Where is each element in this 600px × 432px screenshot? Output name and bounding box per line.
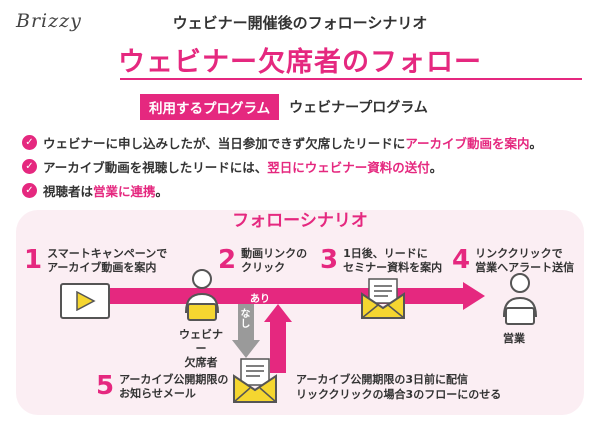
step-line: お知らせメール xyxy=(119,387,196,400)
bullet-highlight: 翌日にウェビナー資料の送付 xyxy=(267,159,430,175)
bullet-list: ✓ ウェビナーに申し込みしたが、当日参加できず欠席したリードにアーカイブ動画を案… xyxy=(22,130,592,202)
step-number: 3 xyxy=(320,245,339,275)
note-line: アーカイブ公開期限の3日前に配信 xyxy=(296,373,468,386)
sales-label: 営業 xyxy=(503,332,525,345)
step-1: 1 スマートキャンペーンでアーカイブ動画を案内 xyxy=(24,246,167,275)
step-line: アーカイブ動画を案内 xyxy=(47,261,157,274)
step-line: リンククリックで xyxy=(475,247,563,260)
mail-icon xyxy=(360,278,406,324)
step-line: スマートキャンペーンで xyxy=(47,247,168,260)
reminder-note: アーカイブ公開期限の3日前に配信 リッククリックの場合3のフローにのせる xyxy=(296,372,501,402)
step-number: 4 xyxy=(452,245,471,275)
program-name: ウェビナープログラム xyxy=(289,100,428,116)
absentee-label-line: ウェビナー xyxy=(179,328,223,355)
step-line: セミナー資料を案内 xyxy=(343,261,443,274)
no-label: なし xyxy=(238,308,249,328)
step-line: アーカイブ公開期限の xyxy=(119,373,229,386)
program-row: 利用するプログラム ウェビナープログラム xyxy=(140,94,428,120)
step-2: 2 動画リンクのクリック xyxy=(218,246,307,275)
bullet-text: アーカイブ動画を視聴したリードには、 xyxy=(43,159,268,175)
page-title: ウェビナー欠席者のフォロー xyxy=(118,47,482,78)
title-divider xyxy=(120,78,582,80)
flow-title: フォローシナリオ xyxy=(232,211,368,231)
arrow-head xyxy=(463,282,485,310)
bullet-item: ✓ 視聴者は営業に連携。 xyxy=(22,178,592,202)
reminder-mail-icon xyxy=(232,358,278,408)
step-number: 5 xyxy=(96,371,115,401)
bullet-item: ✓ アーカイブ動画を視聴したリードには、翌日にウェビナー資料の送付。 xyxy=(22,154,592,178)
bullet-text: ウェビナーに申し込みしたが、当日参加できず欠席したリードに xyxy=(43,135,406,151)
brizzy-logo: Brizzy xyxy=(16,10,82,32)
check-icon: ✓ xyxy=(22,182,37,198)
bullet-end: 。 xyxy=(429,159,443,175)
pre-title: ウェビナー開催後のフォローシナリオ xyxy=(172,14,428,32)
absentee-label-line: 欠席者 xyxy=(184,356,218,369)
bullet-end: 。 xyxy=(529,135,543,151)
absentee-person-icon xyxy=(182,268,222,328)
step-line: クリック xyxy=(241,261,286,274)
step-line: 営業へアラート送信 xyxy=(475,261,575,274)
bullet-item: ✓ ウェビナーに申し込みしたが、当日参加できず欠席したリードにアーカイブ動画を案… xyxy=(22,130,592,154)
no-branch-arrow xyxy=(232,304,260,364)
check-icon: ✓ xyxy=(22,158,37,174)
step-line: 動画リンクの xyxy=(241,247,308,260)
absentee-label: ウェビナー 欠席者 xyxy=(176,328,226,370)
step-line: 1日後、リードに xyxy=(343,247,428,260)
video-play-icon xyxy=(60,283,110,319)
note-line: リッククリックの場合3のフローにのせる xyxy=(296,388,502,401)
program-badge: 利用するプログラム xyxy=(140,94,280,120)
check-icon: ✓ xyxy=(22,134,37,150)
sales-person-icon xyxy=(498,272,542,332)
yes-label: あり xyxy=(250,294,270,305)
bullet-text: 視聴者は xyxy=(43,183,94,199)
step-4: 4 リンククリックで営業へアラート送信 xyxy=(452,246,574,275)
bullet-highlight: アーカイブ動画を案内 xyxy=(405,135,530,151)
bullet-end: 。 xyxy=(155,183,169,199)
step-number: 2 xyxy=(218,245,237,275)
flow-panel xyxy=(16,210,584,415)
reentry-arrow xyxy=(264,304,292,378)
step-number: 1 xyxy=(24,245,43,275)
bullet-highlight: 営業に連携 xyxy=(93,183,156,199)
step-3: 3 1日後、リードにセミナー資料を案内 xyxy=(320,246,442,275)
step-5: 5 アーカイブ公開期限のお知らせメール xyxy=(96,372,228,401)
